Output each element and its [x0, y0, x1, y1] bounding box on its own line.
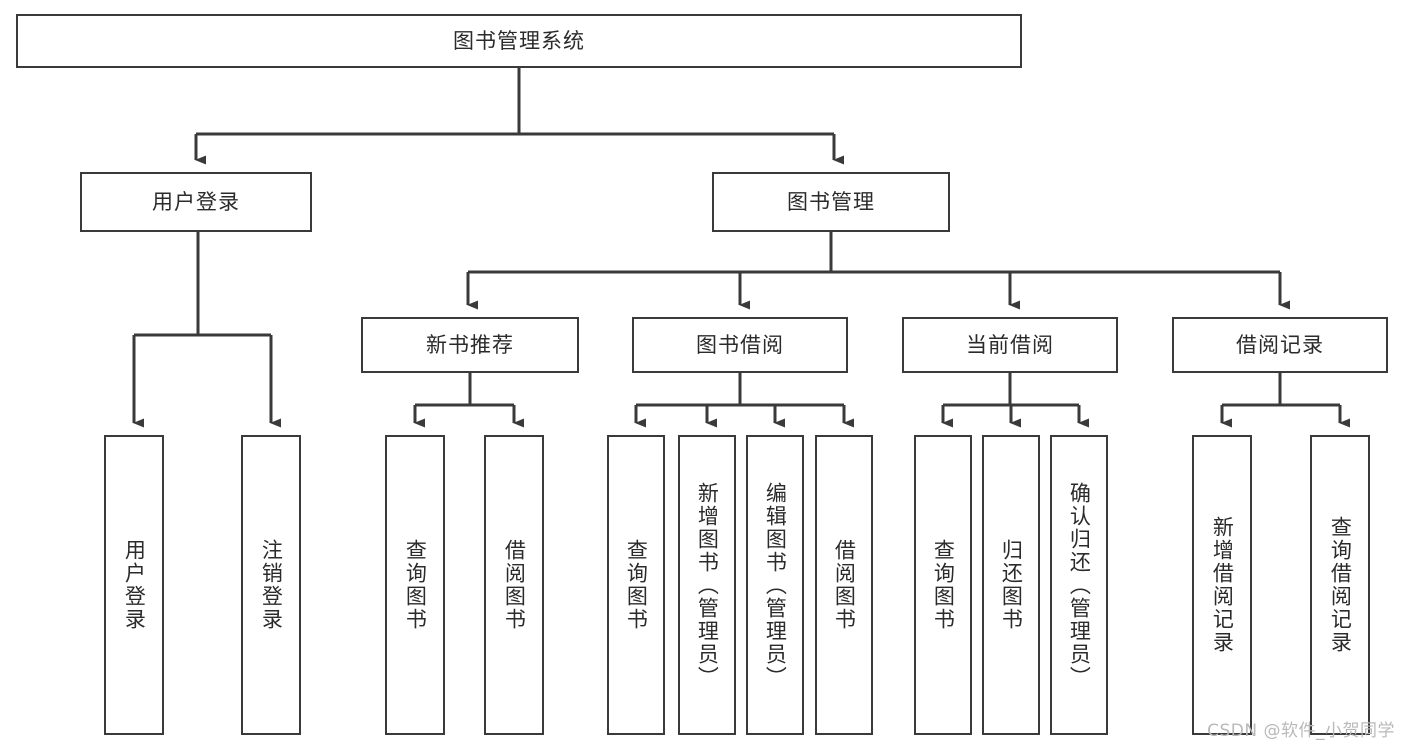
node-leaf-query-book-new-label: 查询图书 [403, 539, 428, 631]
node-leaf-add-book[interactable]: 新增图书（管理员） [678, 435, 736, 735]
node-new-book-rec-label: 新书推荐 [426, 332, 514, 357]
node-leaf-user-logout[interactable]: 注销登录 [241, 435, 301, 735]
node-borrow-record-label: 借阅记录 [1236, 332, 1324, 357]
node-leaf-query-book-label: 查询图书 [624, 539, 649, 631]
node-book-borrow-label: 图书借阅 [696, 332, 784, 357]
node-borrow-record[interactable]: 借阅记录 [1172, 317, 1388, 373]
node-root[interactable]: 图书管理系统 [16, 14, 1022, 68]
node-leaf-query-record[interactable]: 查询借阅记录 [1310, 435, 1370, 735]
node-leaf-query-book-cur[interactable]: 查询图书 [914, 435, 972, 735]
node-leaf-user-login[interactable]: 用户登录 [104, 435, 164, 735]
node-leaf-query-book-cur-label: 查询图书 [931, 539, 956, 631]
node-leaf-confirm-return[interactable]: 确认归还（管理员） [1050, 435, 1108, 735]
node-leaf-edit-book-label: 编辑图书（管理员） [763, 481, 788, 689]
node-leaf-borrow-book-label: 借阅图书 [832, 539, 857, 631]
node-leaf-borrow-book[interactable]: 借阅图书 [815, 435, 873, 735]
watermark-text: CSDN @软件_小贺同学 [1207, 721, 1395, 741]
node-leaf-query-book[interactable]: 查询图书 [607, 435, 665, 735]
node-root-label: 图书管理系统 [453, 28, 585, 53]
node-current-borrow-label: 当前借阅 [966, 332, 1054, 357]
node-leaf-edit-book[interactable]: 编辑图书（管理员） [746, 435, 804, 735]
node-user-login[interactable]: 用户登录 [80, 172, 312, 232]
node-leaf-borrow-book-new[interactable]: 借阅图书 [484, 435, 544, 735]
node-book-manage-label: 图书管理 [787, 189, 875, 214]
node-leaf-add-book-label: 新增图书（管理员） [695, 481, 720, 689]
node-leaf-query-record-label: 查询借阅记录 [1328, 516, 1353, 654]
node-book-manage[interactable]: 图书管理 [712, 172, 950, 232]
node-new-book-rec[interactable]: 新书推荐 [361, 317, 579, 373]
node-current-borrow[interactable]: 当前借阅 [902, 317, 1118, 373]
node-leaf-add-record[interactable]: 新增借阅记录 [1192, 435, 1252, 735]
node-leaf-query-book-new[interactable]: 查询图书 [385, 435, 445, 735]
node-leaf-borrow-book-new-label: 借阅图书 [502, 539, 527, 631]
node-leaf-user-logout-label: 注销登录 [259, 539, 284, 631]
node-leaf-add-record-label: 新增借阅记录 [1210, 516, 1235, 654]
node-leaf-confirm-return-label: 确认归还（管理员） [1067, 481, 1092, 689]
node-user-login-label: 用户登录 [152, 189, 240, 214]
node-leaf-return-book[interactable]: 归还图书 [982, 435, 1040, 735]
node-leaf-user-login-label: 用户登录 [122, 539, 147, 631]
node-book-borrow[interactable]: 图书借阅 [632, 317, 848, 373]
node-leaf-return-book-label: 归还图书 [999, 539, 1024, 631]
